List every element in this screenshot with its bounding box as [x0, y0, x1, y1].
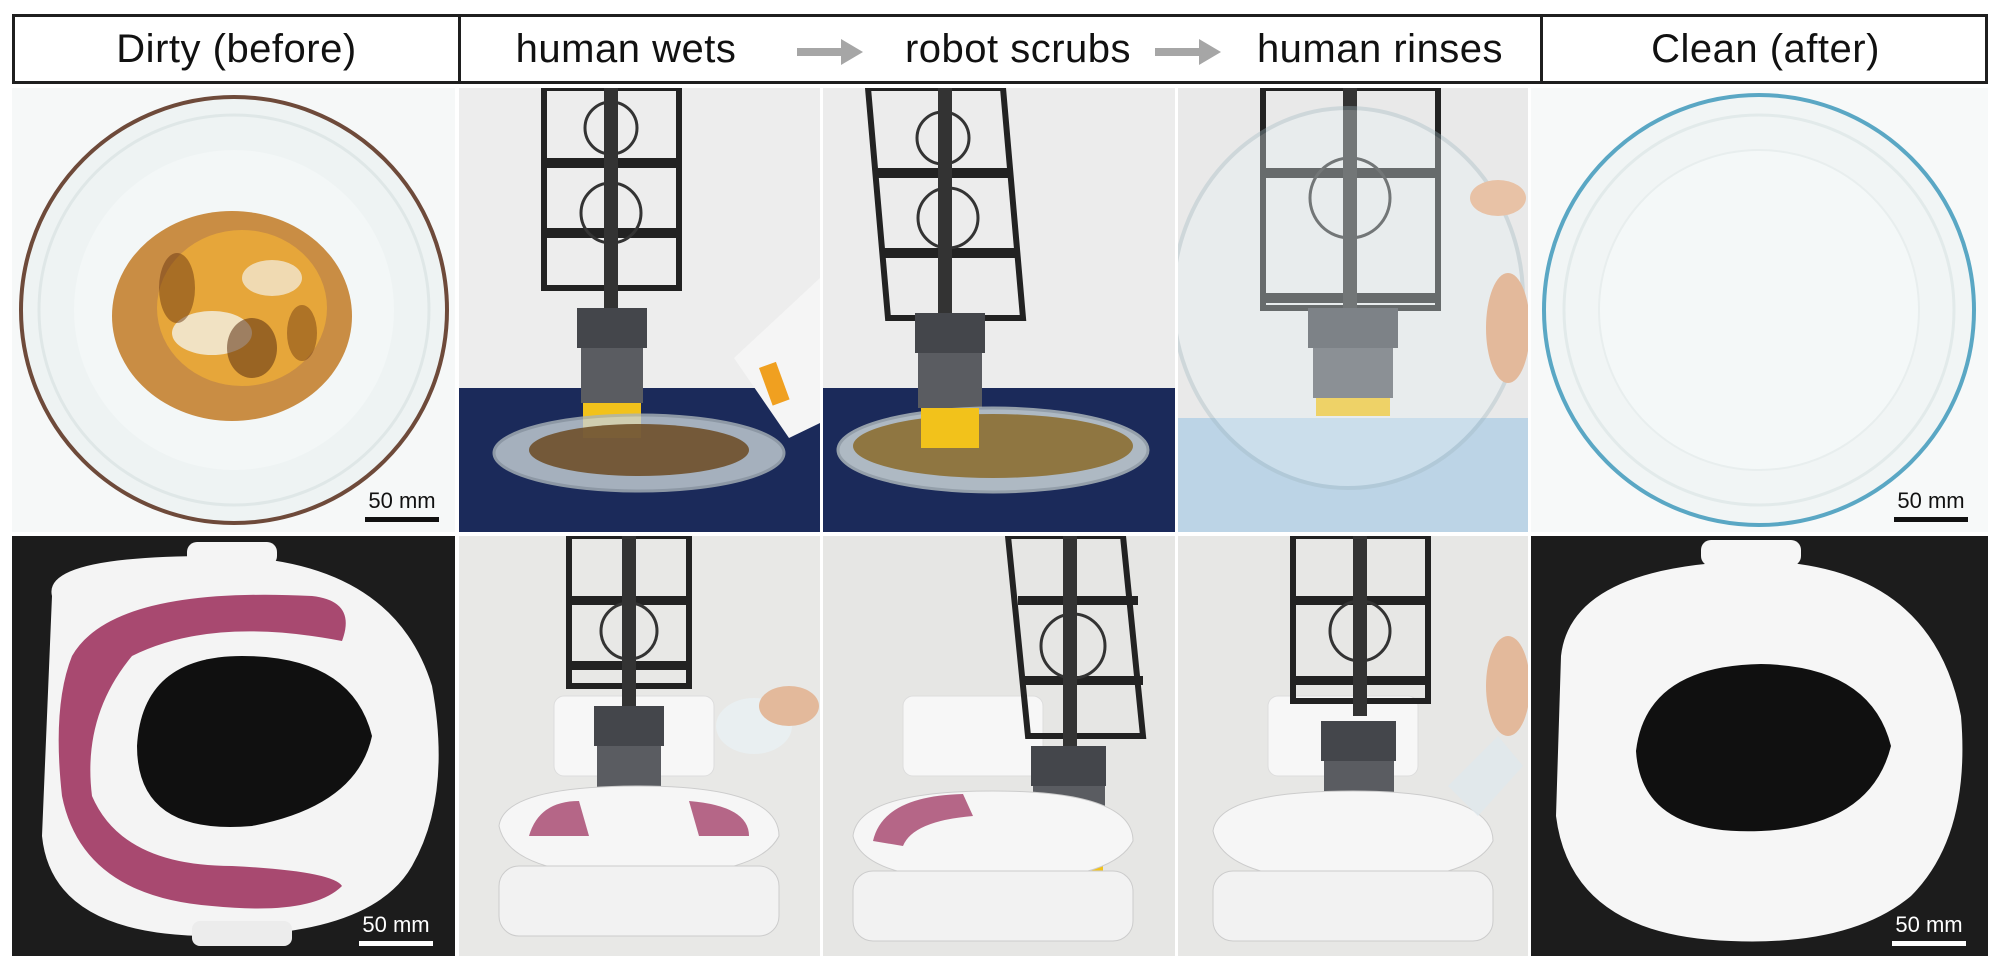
robot-scrubs-seat-photo: [823, 536, 1175, 956]
human-wets-label: human wets: [515, 26, 737, 71]
scale-label: 50 mm: [1897, 488, 1965, 513]
right-arrow-icon: [797, 39, 863, 65]
scale-label: 50 mm: [362, 912, 430, 937]
clean-seat-photo: 50 mm: [1531, 536, 1988, 956]
header-divider: [458, 17, 461, 81]
scale-label: 50 mm: [1895, 912, 1963, 937]
robot-scrubs-label: robot scrubs: [904, 26, 1132, 71]
dirty-seat-photo: 50 mm: [12, 536, 455, 956]
scale-bar: 50 mm: [1886, 488, 1976, 522]
human-wets-plate-photo: [459, 88, 820, 532]
human-rinses-label: human rinses: [1256, 26, 1504, 71]
human-wets-seat-photo: [459, 536, 820, 956]
human-rinses-plate-photo: [1178, 88, 1528, 532]
dirty-plate-photo: 50 mm: [12, 88, 455, 532]
right-arrow-icon: [1155, 39, 1221, 65]
scale-label: 50 mm: [368, 488, 436, 513]
scale-bar: 50 mm: [357, 488, 447, 522]
clean-after-label: Clean (after): [1651, 26, 1880, 71]
dirty-before-label: Dirty (before): [116, 26, 357, 71]
robot-scrubs-plate-photo: [823, 88, 1175, 532]
scale-bar: 50 mm: [1884, 912, 1974, 946]
clean-plate-photo: 50 mm: [1531, 88, 1988, 532]
header-bar: Dirty (before) human wets robot scrubs h…: [12, 14, 1988, 84]
human-rinses-seat-photo: [1178, 536, 1528, 956]
header-divider: [1540, 17, 1543, 81]
scale-bar: 50 mm: [351, 912, 441, 946]
